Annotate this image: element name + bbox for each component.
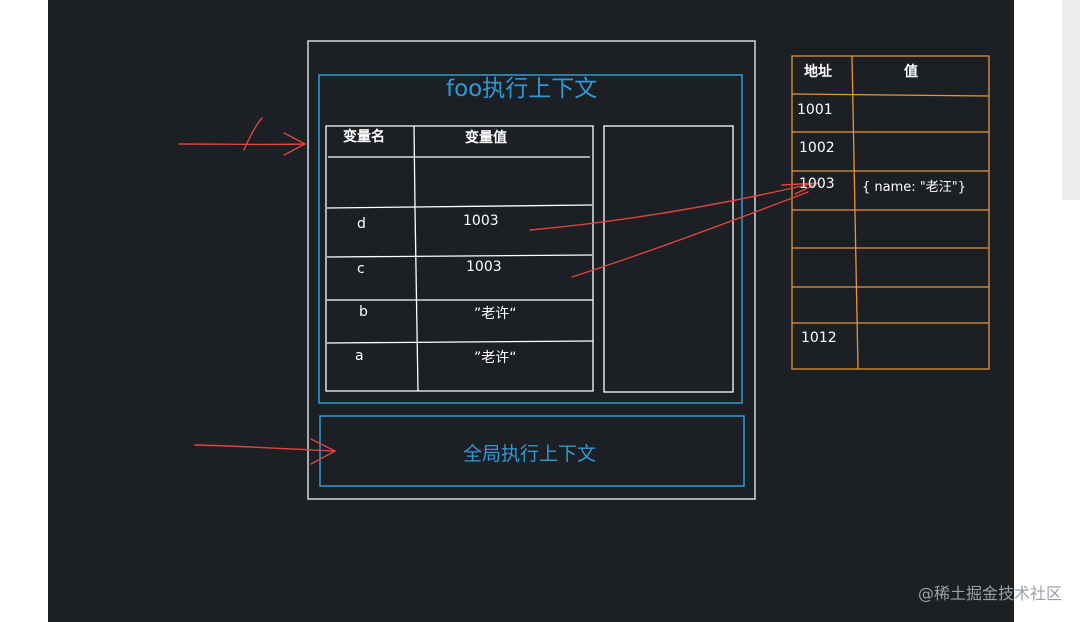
memory-header-address: 地址 bbox=[804, 64, 832, 80]
call-stack-box bbox=[307, 40, 756, 500]
global-context-title: 全局执行上下文 bbox=[463, 443, 597, 465]
var-row-value: 1003 bbox=[463, 213, 499, 229]
foo-context-box bbox=[318, 74, 743, 404]
memory-address: 1003 bbox=[799, 176, 835, 192]
variable-table-grid bbox=[325, 125, 594, 392]
var-row-name: b bbox=[359, 304, 368, 320]
memory-address: 1001 bbox=[797, 102, 833, 118]
var-table-header-name: 变量名 bbox=[343, 129, 385, 145]
var-row-value: 1003 bbox=[466, 259, 502, 275]
context-side-box bbox=[603, 125, 734, 393]
memory-value: { name: "老汪"} bbox=[862, 180, 967, 195]
var-row-value: ”老许“ bbox=[474, 350, 517, 366]
memory-table-grid bbox=[791, 55, 990, 370]
var-row-value: ”老许“ bbox=[474, 306, 517, 322]
var-table-header-value: 变量值 bbox=[465, 130, 507, 146]
var-row-name: d bbox=[357, 216, 366, 232]
foo-context-title: foo执行上下文 bbox=[446, 76, 598, 102]
var-row-name: c bbox=[357, 261, 365, 277]
memory-header-value: 值 bbox=[904, 64, 918, 80]
scrollbar[interactable] bbox=[1062, 0, 1080, 200]
var-row-name: a bbox=[355, 348, 364, 364]
arrow-d-to-1003 bbox=[529, 182, 816, 231]
arrow-to-global-context bbox=[194, 444, 334, 452]
memory-address: 1012 bbox=[801, 330, 837, 346]
pointer-arrows bbox=[178, 117, 819, 465]
arrow-c-to-1003 bbox=[571, 191, 809, 278]
memory-address: 1002 bbox=[799, 140, 835, 156]
watermark: @稀土掘金技术社区 bbox=[917, 584, 1062, 603]
